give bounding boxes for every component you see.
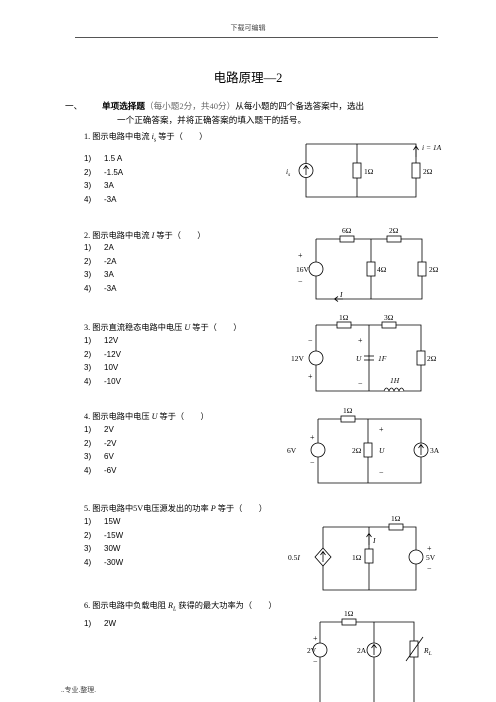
circuit-label: RL: [423, 646, 432, 657]
circuit-label: 1Ω: [343, 406, 353, 415]
circuit-label: 1F: [378, 354, 387, 363]
circuit-label: −: [308, 336, 313, 345]
circuit-label: 1Ω: [364, 167, 374, 176]
option[interactable]: 2)-1.5A: [84, 167, 124, 177]
circuit-label: 2Ω: [389, 226, 399, 235]
circuit-label: 3A: [430, 446, 440, 455]
circuit-label: 0.5I: [288, 553, 300, 562]
circuit-1-diagram: i = 1A is 1Ω 2Ω: [286, 143, 442, 198]
section-instruction-1: 从每小题的四个备选答案中，选出: [235, 101, 365, 111]
option[interactable]: 3)10V: [84, 363, 119, 373]
circuit-label: +: [298, 251, 303, 260]
circuit-label: 6Ω: [342, 226, 352, 235]
circuit-label: +: [427, 544, 432, 553]
section-instruction-2: 一个正确答案，并将正确答案的填入题干的括号。: [117, 115, 307, 125]
circuit-label: −: [427, 564, 432, 573]
option[interactable]: 3)6V: [84, 452, 114, 462]
circuit-label: U: [379, 446, 385, 455]
question-4-options: 1)2V 2)-2V 3)6V 4)-6V: [84, 423, 116, 477]
circuit-label: I: [339, 290, 343, 299]
circuit-label: 5V: [426, 553, 436, 562]
circuit-label: 1H: [390, 376, 400, 385]
circuit-label: 1Ω: [339, 313, 349, 322]
question-6-options: 1)2W: [84, 617, 116, 631]
circuit-label: +: [358, 336, 363, 345]
option[interactable]: 1)15W: [84, 517, 121, 526]
option[interactable]: 1)12V: [84, 336, 119, 345]
option[interactable]: 3)30W: [84, 544, 121, 554]
option[interactable]: 4)-3A: [84, 283, 117, 293]
circuit-label: −: [298, 277, 303, 286]
circuit-4-diagram: 1Ω + 6V − 2Ω + U − 3A: [287, 406, 440, 484]
option[interactable]: 2)-12V: [84, 349, 121, 359]
circuit-label: 2Ω: [352, 446, 362, 455]
circuit-6-diagram: 1Ω + 2V − 2A RL: [307, 609, 432, 702]
circuit-5-diagram: 1Ω I 0.5I 1Ω + 5V −: [288, 514, 436, 591]
question-4-stem: 4. 图示电路中电压 U 等于（ ）: [84, 412, 209, 421]
section-score-note: （每小题2分，共40分）: [144, 101, 236, 111]
section-heading: 一、 单项选择题（每小题2分，共40分）从每小题的四个备选答案中，选出 一个正确…: [65, 99, 445, 127]
section-name: 单项选择题: [102, 101, 145, 111]
option[interactable]: 1)2A: [84, 243, 114, 252]
circuit-label: +: [310, 433, 315, 442]
option[interactable]: 2)-2A: [84, 256, 117, 266]
circuit-label: +: [379, 425, 384, 434]
circuit-label: 1Ω: [352, 553, 362, 562]
question-2-options: 1)2A 2)-2A 3)3A 4)-3A: [84, 241, 116, 295]
circuit-label: 2Ω: [429, 265, 439, 274]
circuit-label: −: [313, 657, 318, 666]
circuit-label: 4Ω: [377, 265, 387, 274]
question-3-options: 1)12V 2)-12V 3)10V 4)-10V: [84, 334, 121, 388]
question-5-stem: 5. 图示电路中5V电压源发出的功率 P 等于（ ）: [84, 504, 267, 513]
option[interactable]: 4)-3A: [84, 194, 117, 204]
option[interactable]: 3)3A: [84, 181, 114, 191]
circuit-label: +: [308, 372, 313, 381]
option[interactable]: 1)2W: [84, 619, 116, 628]
circuit-label: 2Ω: [427, 354, 437, 363]
question-5-options: 1)15W 2)-15W 3)30W 4)-30W: [84, 515, 123, 569]
question-2-stem: 2. 图示电路中电流 I 等于（ ）: [84, 231, 206, 240]
circuit-label: i = 1A: [422, 143, 442, 152]
header-rule: [75, 37, 438, 38]
circuit-label: −: [310, 458, 315, 467]
document-title: 电路原理—2: [213, 71, 283, 85]
circuit-label: 6V: [287, 446, 297, 455]
option[interactable]: 2)-15W: [84, 530, 124, 540]
circuit-label: −: [379, 468, 384, 477]
circuit-label: 2V: [307, 646, 317, 655]
page-footer: ..专业.整理.: [61, 686, 96, 694]
option[interactable]: 4)-6V: [84, 465, 117, 475]
option[interactable]: 1)1.5 A: [84, 154, 123, 163]
circuit-label: 12V: [291, 354, 305, 363]
circuit-label: U: [356, 354, 362, 363]
circuit-label: +: [313, 634, 318, 643]
option[interactable]: 1)2V: [84, 425, 114, 434]
circuit-label: 3Ω: [384, 313, 394, 322]
option[interactable]: 4)-10V: [84, 376, 121, 386]
circuit-label: −: [358, 379, 363, 388]
question-6-stem: 6. 图示电路中负载电阻 RL 获得的最大功率为（ ）: [84, 601, 277, 613]
option[interactable]: 3)3A: [84, 270, 114, 280]
section-number: 一、: [65, 101, 83, 111]
circuit-2-diagram: 6Ω 2Ω + 16V − 4Ω 2Ω I: [296, 226, 439, 302]
circuit-label: is: [286, 167, 290, 178]
circuit-3-diagram: 1Ω 3Ω − + 12V U 1F 2Ω + − 1H: [291, 313, 437, 393]
circuit-label: I: [372, 536, 376, 545]
circuit-label: 2A: [357, 646, 367, 655]
page-header: 下载可编辑: [230, 24, 266, 32]
circuit-label: 1Ω: [344, 609, 354, 618]
question-3-stem: 3. 图示直流稳态电路中电压 U 等于（ ）: [84, 323, 242, 332]
circuit-label: 16V: [296, 265, 310, 274]
circuit-label: 2Ω: [423, 167, 433, 176]
question-1-options: 1)1.5 A 2)-1.5A 3)3A 4)-3A: [84, 152, 123, 206]
option[interactable]: 4)-30W: [84, 557, 124, 567]
circuit-label: 1Ω: [391, 514, 401, 523]
question-1-stem: 1. 图示电路中电流 is 等于（ ）: [84, 132, 208, 144]
option[interactable]: 2)-2V: [84, 438, 117, 448]
